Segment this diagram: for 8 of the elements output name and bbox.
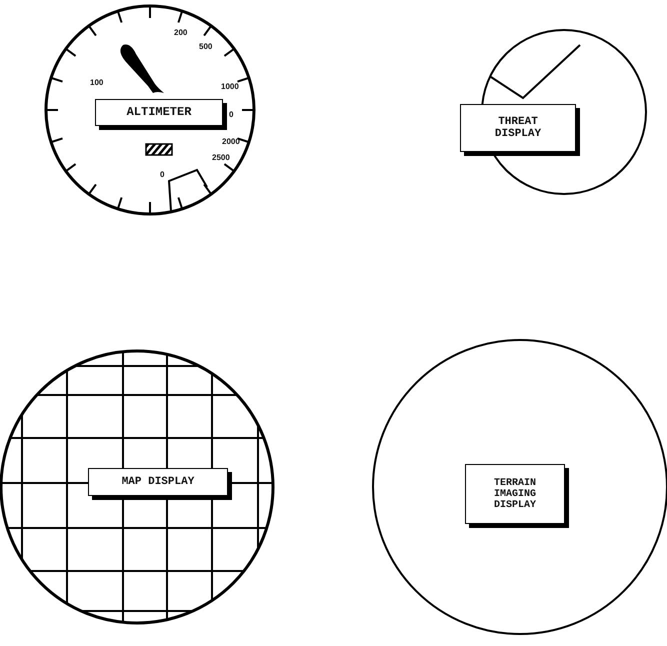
- scale-number: 100: [90, 78, 104, 87]
- scale-number: 0: [229, 110, 234, 119]
- scale-number: 500: [199, 42, 212, 51]
- scale-number: 1000: [221, 82, 239, 91]
- scale-number: 200: [174, 28, 188, 37]
- scale-number: 2500: [212, 153, 230, 162]
- scale-number: 2000: [222, 137, 240, 146]
- scale-number: 0: [160, 170, 164, 179]
